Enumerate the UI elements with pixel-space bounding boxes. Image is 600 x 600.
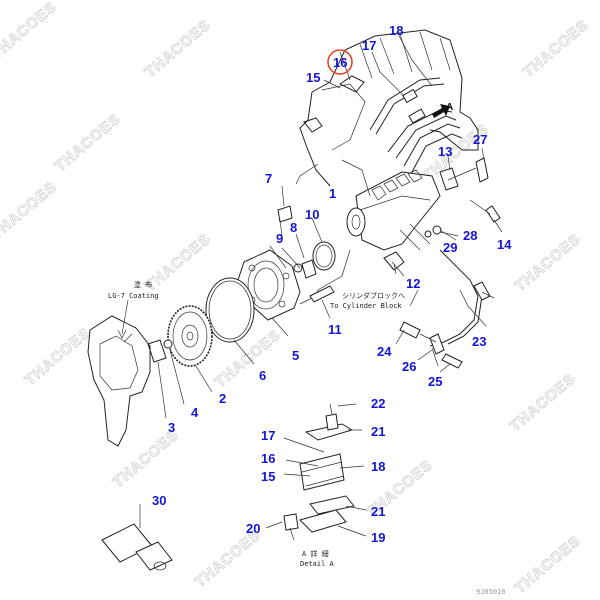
banjo-parts xyxy=(399,321,463,369)
callouts: 1 2 3 4 5 6 7 8 9 10 11 12 13 14 15 16 1… xyxy=(152,23,512,508)
injection-pipes xyxy=(369,77,463,173)
gasket-ring-inner xyxy=(208,280,252,340)
detail-a: A 詳 細 Detail A xyxy=(283,403,355,568)
injection-pump xyxy=(346,169,441,251)
callout-4[interactable]: 4 xyxy=(191,405,199,420)
watermark: THACOES xyxy=(22,324,94,389)
coating-note-en: LG-7 Coating xyxy=(108,292,159,300)
watermark: THACOES xyxy=(192,526,264,591)
detail-callout-19[interactable]: 19 xyxy=(371,530,385,545)
engine-block xyxy=(295,29,479,187)
coating-note-jp: 塗 布 xyxy=(134,280,152,289)
callout-6[interactable]: 6 xyxy=(259,368,266,383)
detail-callout-22[interactable]: 22 xyxy=(371,396,385,411)
callout-28[interactable]: 28 xyxy=(463,228,477,243)
watermark: THACOES xyxy=(142,16,214,81)
callout-10[interactable]: 10 xyxy=(305,207,319,222)
detail-title-jp: A 詳 細 xyxy=(302,549,329,558)
callout-15[interactable]: 15 xyxy=(306,70,320,85)
gasket-ring xyxy=(205,277,255,343)
drawing-number: 9J05010 xyxy=(476,588,506,596)
watermark: THACOES xyxy=(0,178,60,243)
callout-24[interactable]: 24 xyxy=(377,344,392,359)
cylinder-note-en: To Cylinder Block xyxy=(330,302,402,310)
watermark: THACOES xyxy=(512,230,584,295)
callout-12[interactable]: 12 xyxy=(406,276,420,291)
callout-18[interactable]: 18 xyxy=(389,23,403,38)
callout-11[interactable]: 11 xyxy=(328,322,342,337)
callout-2[interactable]: 2 xyxy=(219,391,226,406)
callout-25[interactable]: 25 xyxy=(428,374,442,389)
watermark: THACOES xyxy=(507,370,579,435)
right-side-parts xyxy=(424,157,501,238)
nut-and-sleeve xyxy=(147,339,173,363)
detail-callout-21-bottom[interactable]: 21 xyxy=(371,504,385,519)
arrow-a-label: A xyxy=(446,102,453,113)
drive-gear xyxy=(167,305,213,367)
callout-8[interactable]: 8 xyxy=(290,220,297,235)
callout-1[interactable]: 1 xyxy=(329,186,336,201)
detail-callouts: 15 16 17 18 19 20 21 21 22 xyxy=(246,396,385,545)
stud xyxy=(299,285,335,305)
callout-7[interactable]: 7 xyxy=(265,171,272,186)
small-parts xyxy=(277,205,336,279)
watermark: THACOES xyxy=(142,230,214,295)
watermark: THACOES xyxy=(512,532,584,597)
detail-callout-18[interactable]: 18 xyxy=(371,459,385,474)
callout-13[interactable]: 13 xyxy=(438,144,452,159)
watermark: THACOES xyxy=(110,426,182,491)
detail-callout-16[interactable]: 16 xyxy=(261,451,275,466)
leader-lines xyxy=(157,33,503,537)
callout-3[interactable]: 3 xyxy=(168,420,175,435)
highlight-circle xyxy=(327,49,353,75)
watermark: THACOES xyxy=(0,0,60,63)
cylinder-note-jp: シリンダブロックへ xyxy=(342,291,405,300)
callout-5[interactable]: 5 xyxy=(292,348,299,363)
callout-23[interactable]: 23 xyxy=(472,334,486,349)
callout-9[interactable]: 9 xyxy=(276,231,283,246)
detail-callout-15[interactable]: 15 xyxy=(261,469,275,484)
watermark: THACOES xyxy=(52,110,124,175)
special-tool xyxy=(101,504,173,571)
detail-callout-17[interactable]: 17 xyxy=(261,428,275,443)
callout-26[interactable]: 26 xyxy=(402,359,416,374)
detail-title-en: Detail A xyxy=(300,560,335,568)
detail-callout-20[interactable]: 20 xyxy=(246,521,260,536)
callout-17[interactable]: 17 xyxy=(362,38,376,53)
view-arrow-a: A xyxy=(432,102,453,118)
callout-29[interactable]: 29 xyxy=(443,240,457,255)
callout-30[interactable]: 30 xyxy=(152,493,166,508)
bracket xyxy=(383,251,405,271)
callout-16[interactable]: 16 xyxy=(333,55,347,70)
watermark: THACOES xyxy=(520,16,592,81)
fuel-pipe xyxy=(429,249,495,355)
gear-case-bracket xyxy=(87,315,151,447)
callout-27[interactable]: 27 xyxy=(473,132,487,147)
detail-callout-21-top[interactable]: 21 xyxy=(371,424,385,439)
callout-14[interactable]: 14 xyxy=(497,237,512,252)
coating-note: 塗 布 LG-7 Coating xyxy=(108,280,159,339)
